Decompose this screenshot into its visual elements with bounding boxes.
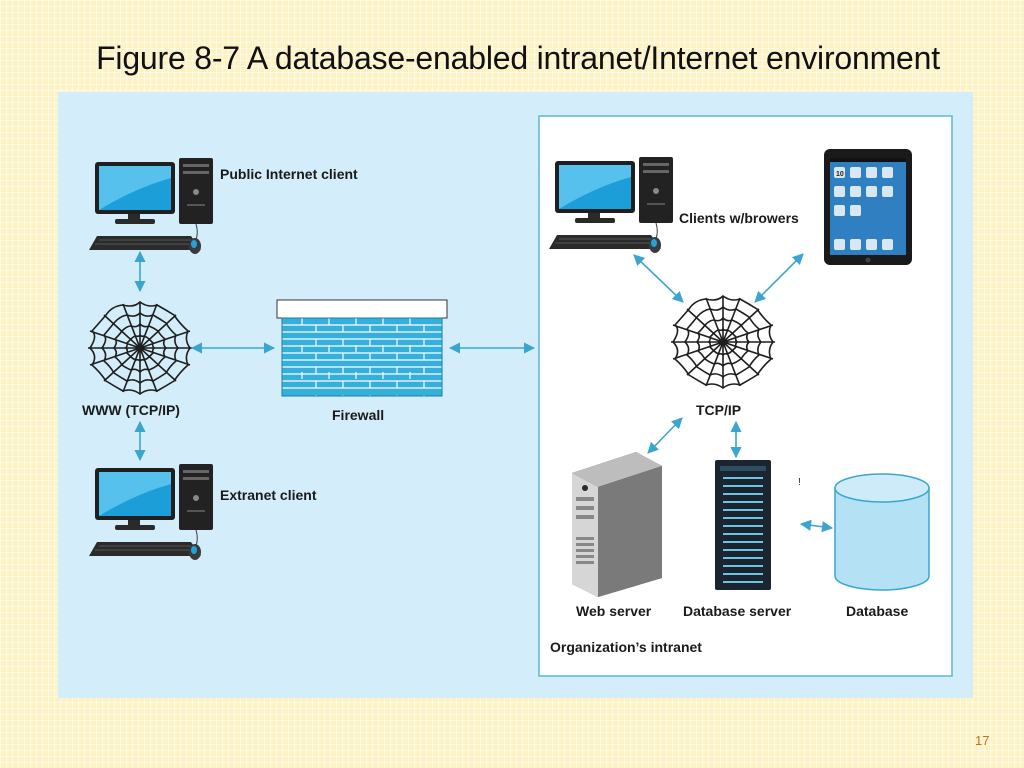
web-server-label: Web server (576, 603, 652, 619)
arrow-server-database (799, 519, 834, 533)
intranet-label: Organization’s intranet (550, 639, 702, 655)
intranet-client-computer-icon (548, 156, 674, 254)
page-number: 17 (975, 733, 990, 748)
network-diagram: Public Internet client WWW (TCP/IP) Extr… (82, 115, 953, 677)
www-label: WWW (TCP/IP) (82, 402, 180, 418)
arrow-tcpip-web-server (647, 417, 683, 454)
web-server-icon (572, 452, 662, 597)
arrow-tablet-tcpip (754, 253, 804, 303)
diagram-panel: Public Internet client WWW (TCP/IP) Extr… (58, 92, 973, 698)
slide-title: Figure 8-7 A database-enabled intranet/I… (96, 40, 940, 76)
database-cylinder-icon (834, 473, 930, 591)
tablet-icon: 10 (824, 149, 912, 265)
database-server-label: Database server (683, 603, 792, 619)
www-web-icon (87, 301, 193, 395)
firewall-label: Firewall (332, 407, 384, 423)
clients-label: Clients w/browers (679, 210, 799, 226)
database-server-icon (715, 460, 771, 590)
stray-mark: ! (798, 477, 801, 488)
tcpip-label: TCP/IP (696, 402, 741, 418)
database-label: Database (846, 603, 908, 619)
svg-text:10: 10 (836, 171, 844, 178)
public-client-label: Public Internet client (220, 166, 358, 182)
extranet-client-computer-icon (88, 463, 214, 561)
arrow-client-tcpip (633, 254, 684, 303)
extranet-client-label: Extranet client (220, 487, 317, 503)
public-internet-client-computer-icon (88, 157, 214, 255)
firewall-icon (276, 299, 448, 397)
